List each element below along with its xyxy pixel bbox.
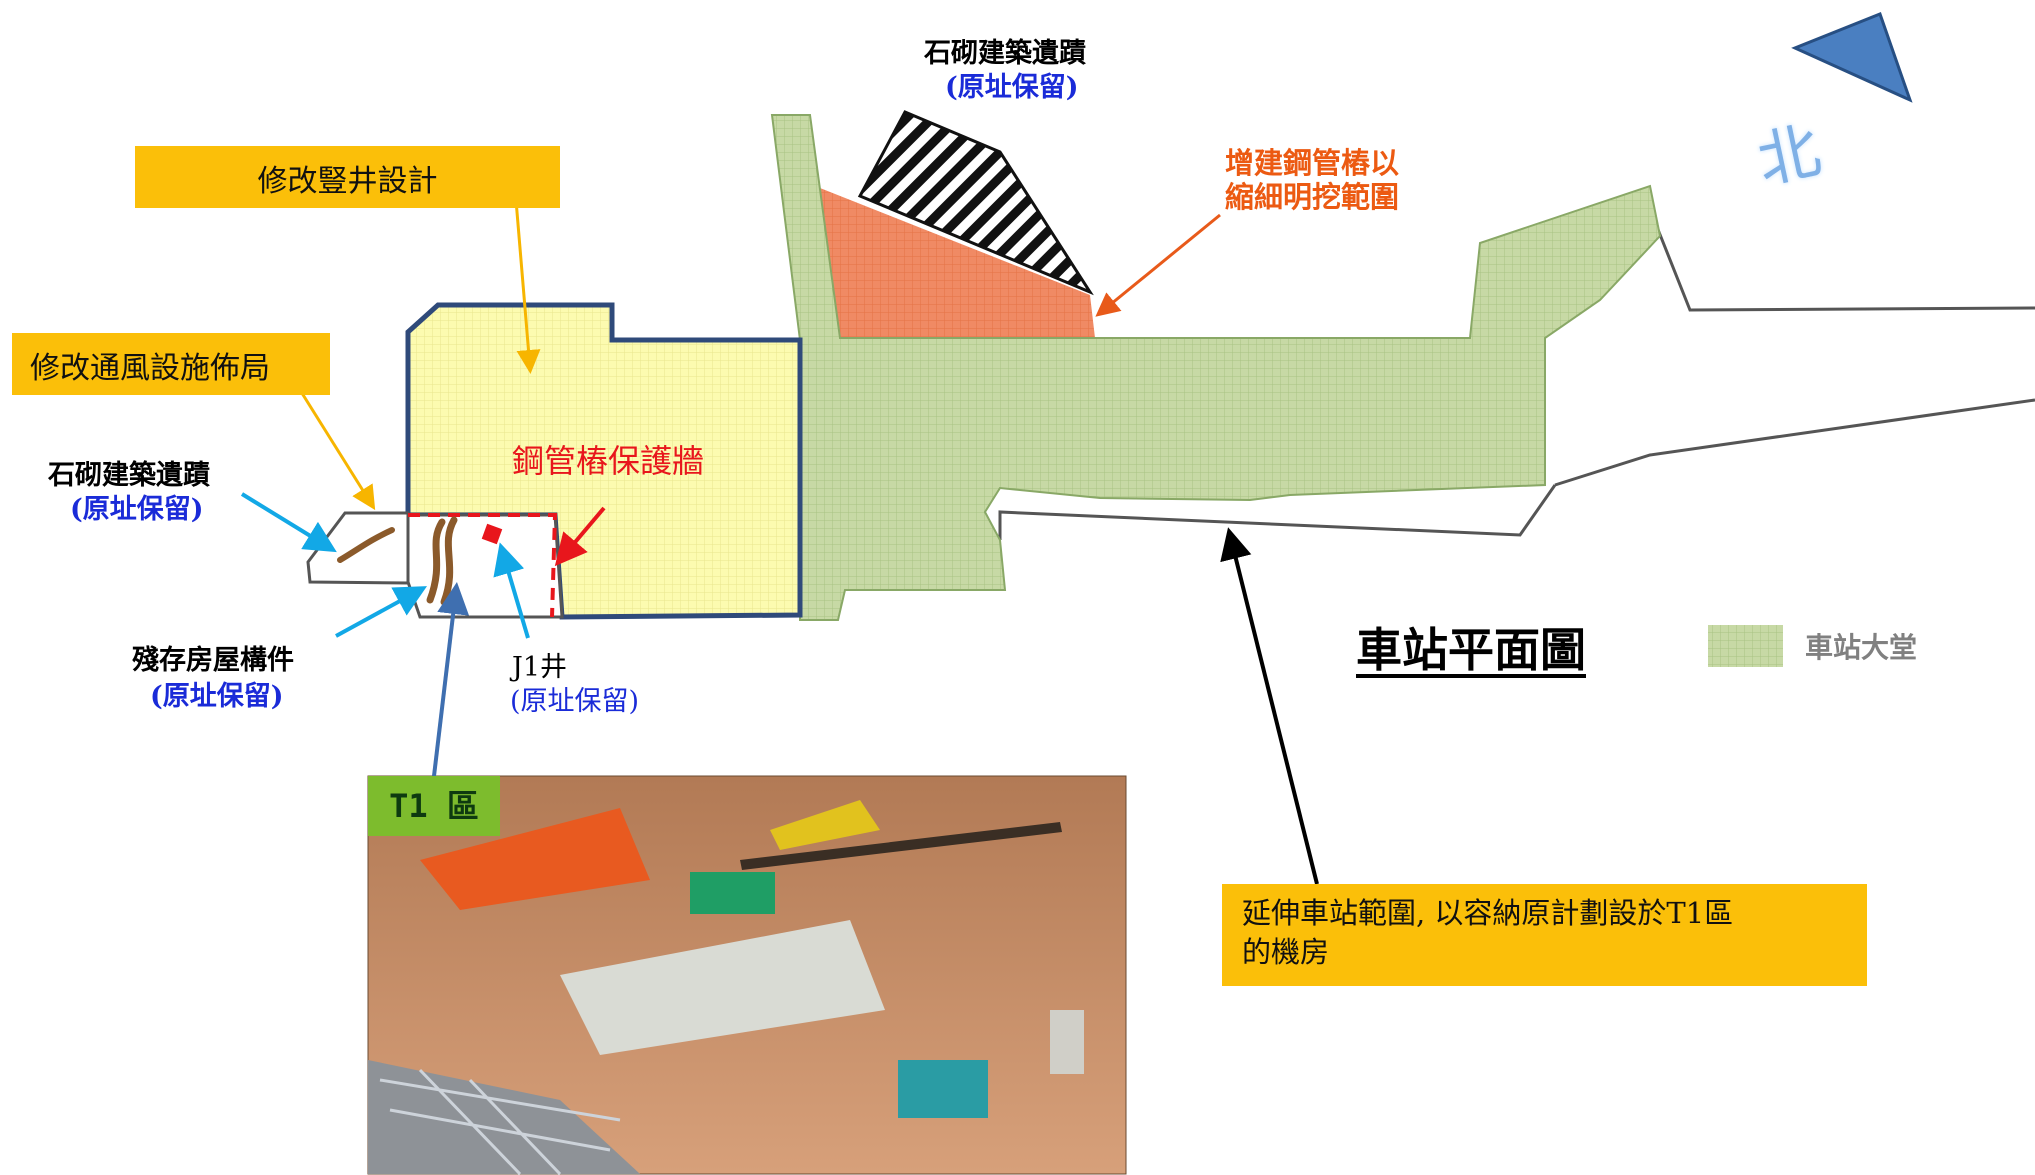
pipe-pile-expand-label-2: 縮細明挖範圍 (1225, 180, 1400, 214)
station-concourse-area (770, 114, 1662, 621)
heritage-left-arrow (240, 492, 337, 553)
pipe-pile-expansion-area (820, 188, 1095, 338)
north-arrow-icon (1791, 12, 1913, 103)
j1-well-label: J1井 (512, 652, 568, 683)
pipe-pile-wall-line (408, 513, 558, 618)
pipe-pile-wall-arrow (554, 506, 606, 567)
vent-layout-arrow (298, 389, 376, 511)
extend-station-callout: 延伸車站範圍, 以容納原計劃設於T1區 的機房 (1222, 884, 1867, 986)
legend-concourse-swatch (1708, 625, 1783, 667)
extend-station-arrow (1220, 527, 1319, 885)
house-remains-note: (原址保留) (150, 681, 284, 712)
shaft-design-callout: 修改豎井設計 (135, 146, 560, 208)
heritage-left-note: (原址保留) (70, 494, 204, 525)
house-remains-label: 殘存房屋構件 (132, 645, 294, 676)
t1-area-tag: T1 區 (368, 776, 500, 836)
extend-station-line-1: 延伸車站範圍, 以容納原計劃設於T1區 (1242, 896, 1734, 930)
construction-site-photo (367, 775, 1127, 1175)
j1-well-note: (原址保留) (510, 686, 640, 717)
j1-well-marker (481, 523, 503, 545)
legend-concourse-label: 車站大堂 (1805, 631, 1918, 664)
heritage-top-note: (原址保留) (945, 72, 1079, 103)
vent-layout-callout: 修改通風設施佈局 (12, 333, 330, 395)
heritage-left-mark (337, 527, 395, 563)
station-plan-title: 車站平面圖 (1356, 623, 1586, 677)
extend-station-line-2: 的機房 (1242, 935, 1330, 970)
pipe-pile-expand-arrow (1095, 213, 1221, 317)
heritage-top-label: 石砌建築遺蹟 (924, 38, 1086, 69)
heritage-ruin-top (857, 110, 1094, 296)
t1-area-arrow (432, 582, 470, 777)
heritage-left-label: 石砌建築遺蹟 (48, 460, 210, 491)
shaft-design-arrow (514, 199, 541, 374)
house-remains-mark (426, 518, 446, 604)
pipe-pile-expand-label-1: 增建鋼管樁以 (1225, 146, 1400, 180)
j1-well-arrow (493, 542, 530, 639)
house-remains-arrow (335, 586, 428, 638)
pipe-pile-wall-label: 鋼管樁保護牆 (512, 442, 705, 480)
station-outline-east (998, 221, 2035, 540)
